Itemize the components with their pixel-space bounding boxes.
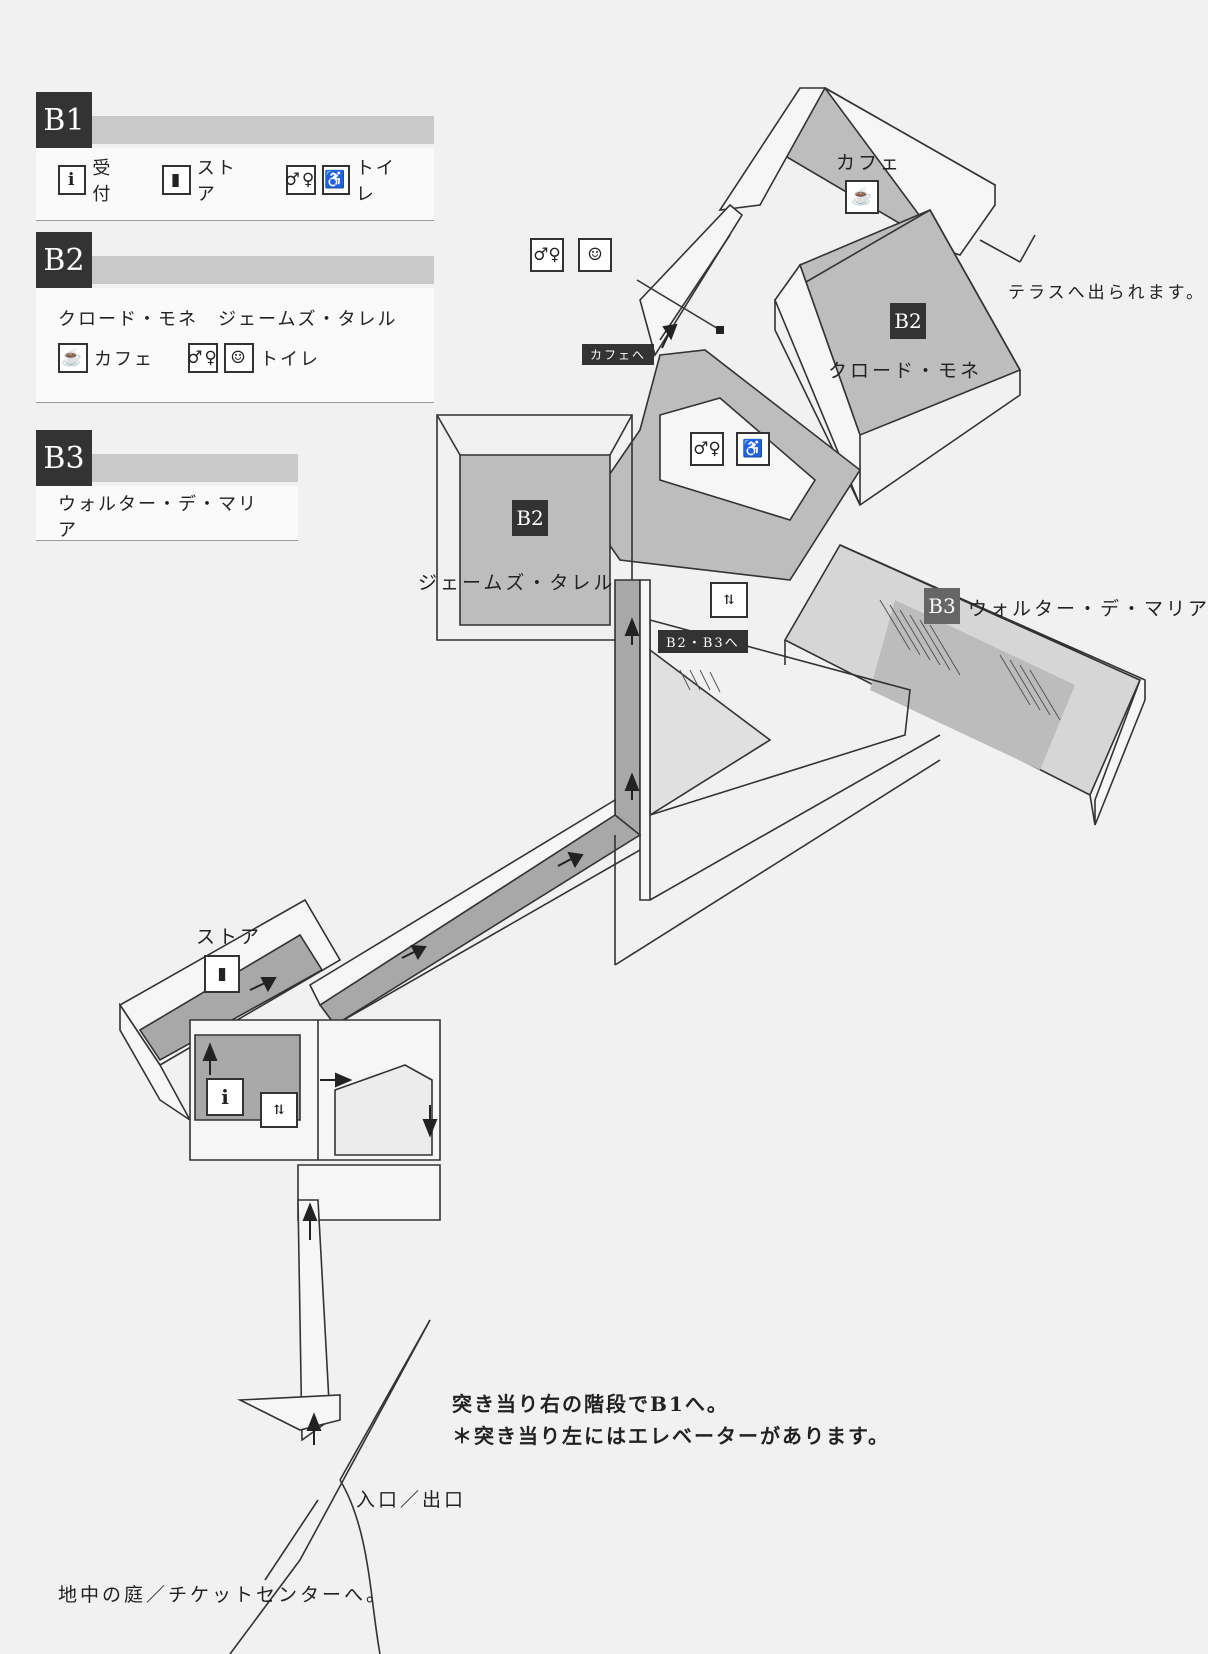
diagonal-corridor — [318, 814, 642, 1027]
legend-b3-artists: ウォルター・デ・マリア — [58, 494, 258, 541]
legend-b2: B2 クロード・モネ ジェームズ・タレル ☕ カフェ ♂♀ ☺ トイレ — [36, 232, 434, 403]
turrell-floor-badge: B2 — [512, 500, 548, 536]
elevator-icon: ⇅ — [710, 582, 748, 618]
legend-b2-artists: クロード・モネ ジェームズ・タレル — [58, 309, 398, 330]
legend-item-label: カフェ — [94, 349, 154, 370]
store-icon: ▮ — [204, 955, 240, 993]
legend-b1: B1 i 受付 ▮ ストア ♂♀ ♿ トイレ — [36, 92, 434, 221]
turrell-room — [459, 454, 611, 626]
legend-item-label: トイレ — [260, 349, 320, 370]
turrell-label: ジェームズ・タレル — [418, 572, 616, 594]
legend-item-label: ストア — [196, 158, 237, 205]
floor-bar — [92, 116, 434, 144]
monet-floor-badge: B2 — [890, 303, 926, 339]
terrace-label: テラスへ出られます。 — [1008, 283, 1206, 303]
floor-badge-b3: B3 — [36, 430, 92, 486]
legend-b3: B3 ウォルター・デ・マリア — [36, 430, 298, 541]
cafe-label: カフェ — [836, 152, 903, 174]
info-icon: i — [58, 165, 87, 195]
legend-b3-body: ウォルター・デ・マリア — [36, 486, 298, 541]
store-label: ストア — [196, 926, 263, 948]
restroom-icon: ♂♀ — [690, 432, 724, 466]
restroom-icon: ♂♀ — [285, 165, 316, 195]
floor-badge-b1: B1 — [36, 92, 92, 148]
monet-label: クロード・モネ — [828, 360, 983, 382]
baby-changing-icon: ☺ — [578, 238, 612, 272]
main-path — [614, 579, 641, 836]
to-b2b3-tag: B2・B3へ — [658, 630, 748, 653]
entrance-label: 入口／出口 — [356, 1489, 467, 1511]
legend-item-label: 受付 — [92, 158, 113, 205]
demaria-label: ウォルター・デ・マリア — [968, 598, 1208, 620]
info-icon: i — [206, 1078, 244, 1116]
stairs-note-2: ＊突き当り左にはエレベーターがあります。 — [452, 1424, 890, 1448]
floor-bar — [92, 454, 298, 482]
garden-label: 地中の庭／チケットセンターへ。 — [58, 1584, 389, 1606]
store-icon: ▮ — [162, 165, 191, 195]
restroom-icon: ♂♀ — [187, 343, 218, 373]
to-cafe-tag: カフェへ — [582, 344, 655, 365]
floor-bar — [92, 256, 434, 284]
cafe-icon: ☕ — [845, 180, 879, 214]
wheelchair-icon: ♿ — [321, 165, 350, 195]
legend-b1-body: i 受付 ▮ ストア ♂♀ ♿ トイレ — [36, 148, 434, 221]
cafe-icon: ☕ — [58, 343, 88, 373]
wheelchair-icon: ♿ — [736, 432, 770, 466]
floor-badge-b2: B2 — [36, 232, 92, 288]
demaria-floor-badge: B3 — [924, 588, 960, 624]
restroom-icon: ♂♀ — [530, 238, 564, 272]
legend-b2-body: クロード・モネ ジェームズ・タレル ☕ カフェ ♂♀ ☺ トイレ — [36, 288, 434, 403]
elevator-icon: ⇅ — [260, 1092, 298, 1128]
legend-item-label: トイレ — [355, 158, 396, 205]
stairs-note-1: 突き当り右の階段でB1へ。 — [452, 1392, 729, 1416]
baby-changing-icon: ☺ — [224, 343, 254, 373]
